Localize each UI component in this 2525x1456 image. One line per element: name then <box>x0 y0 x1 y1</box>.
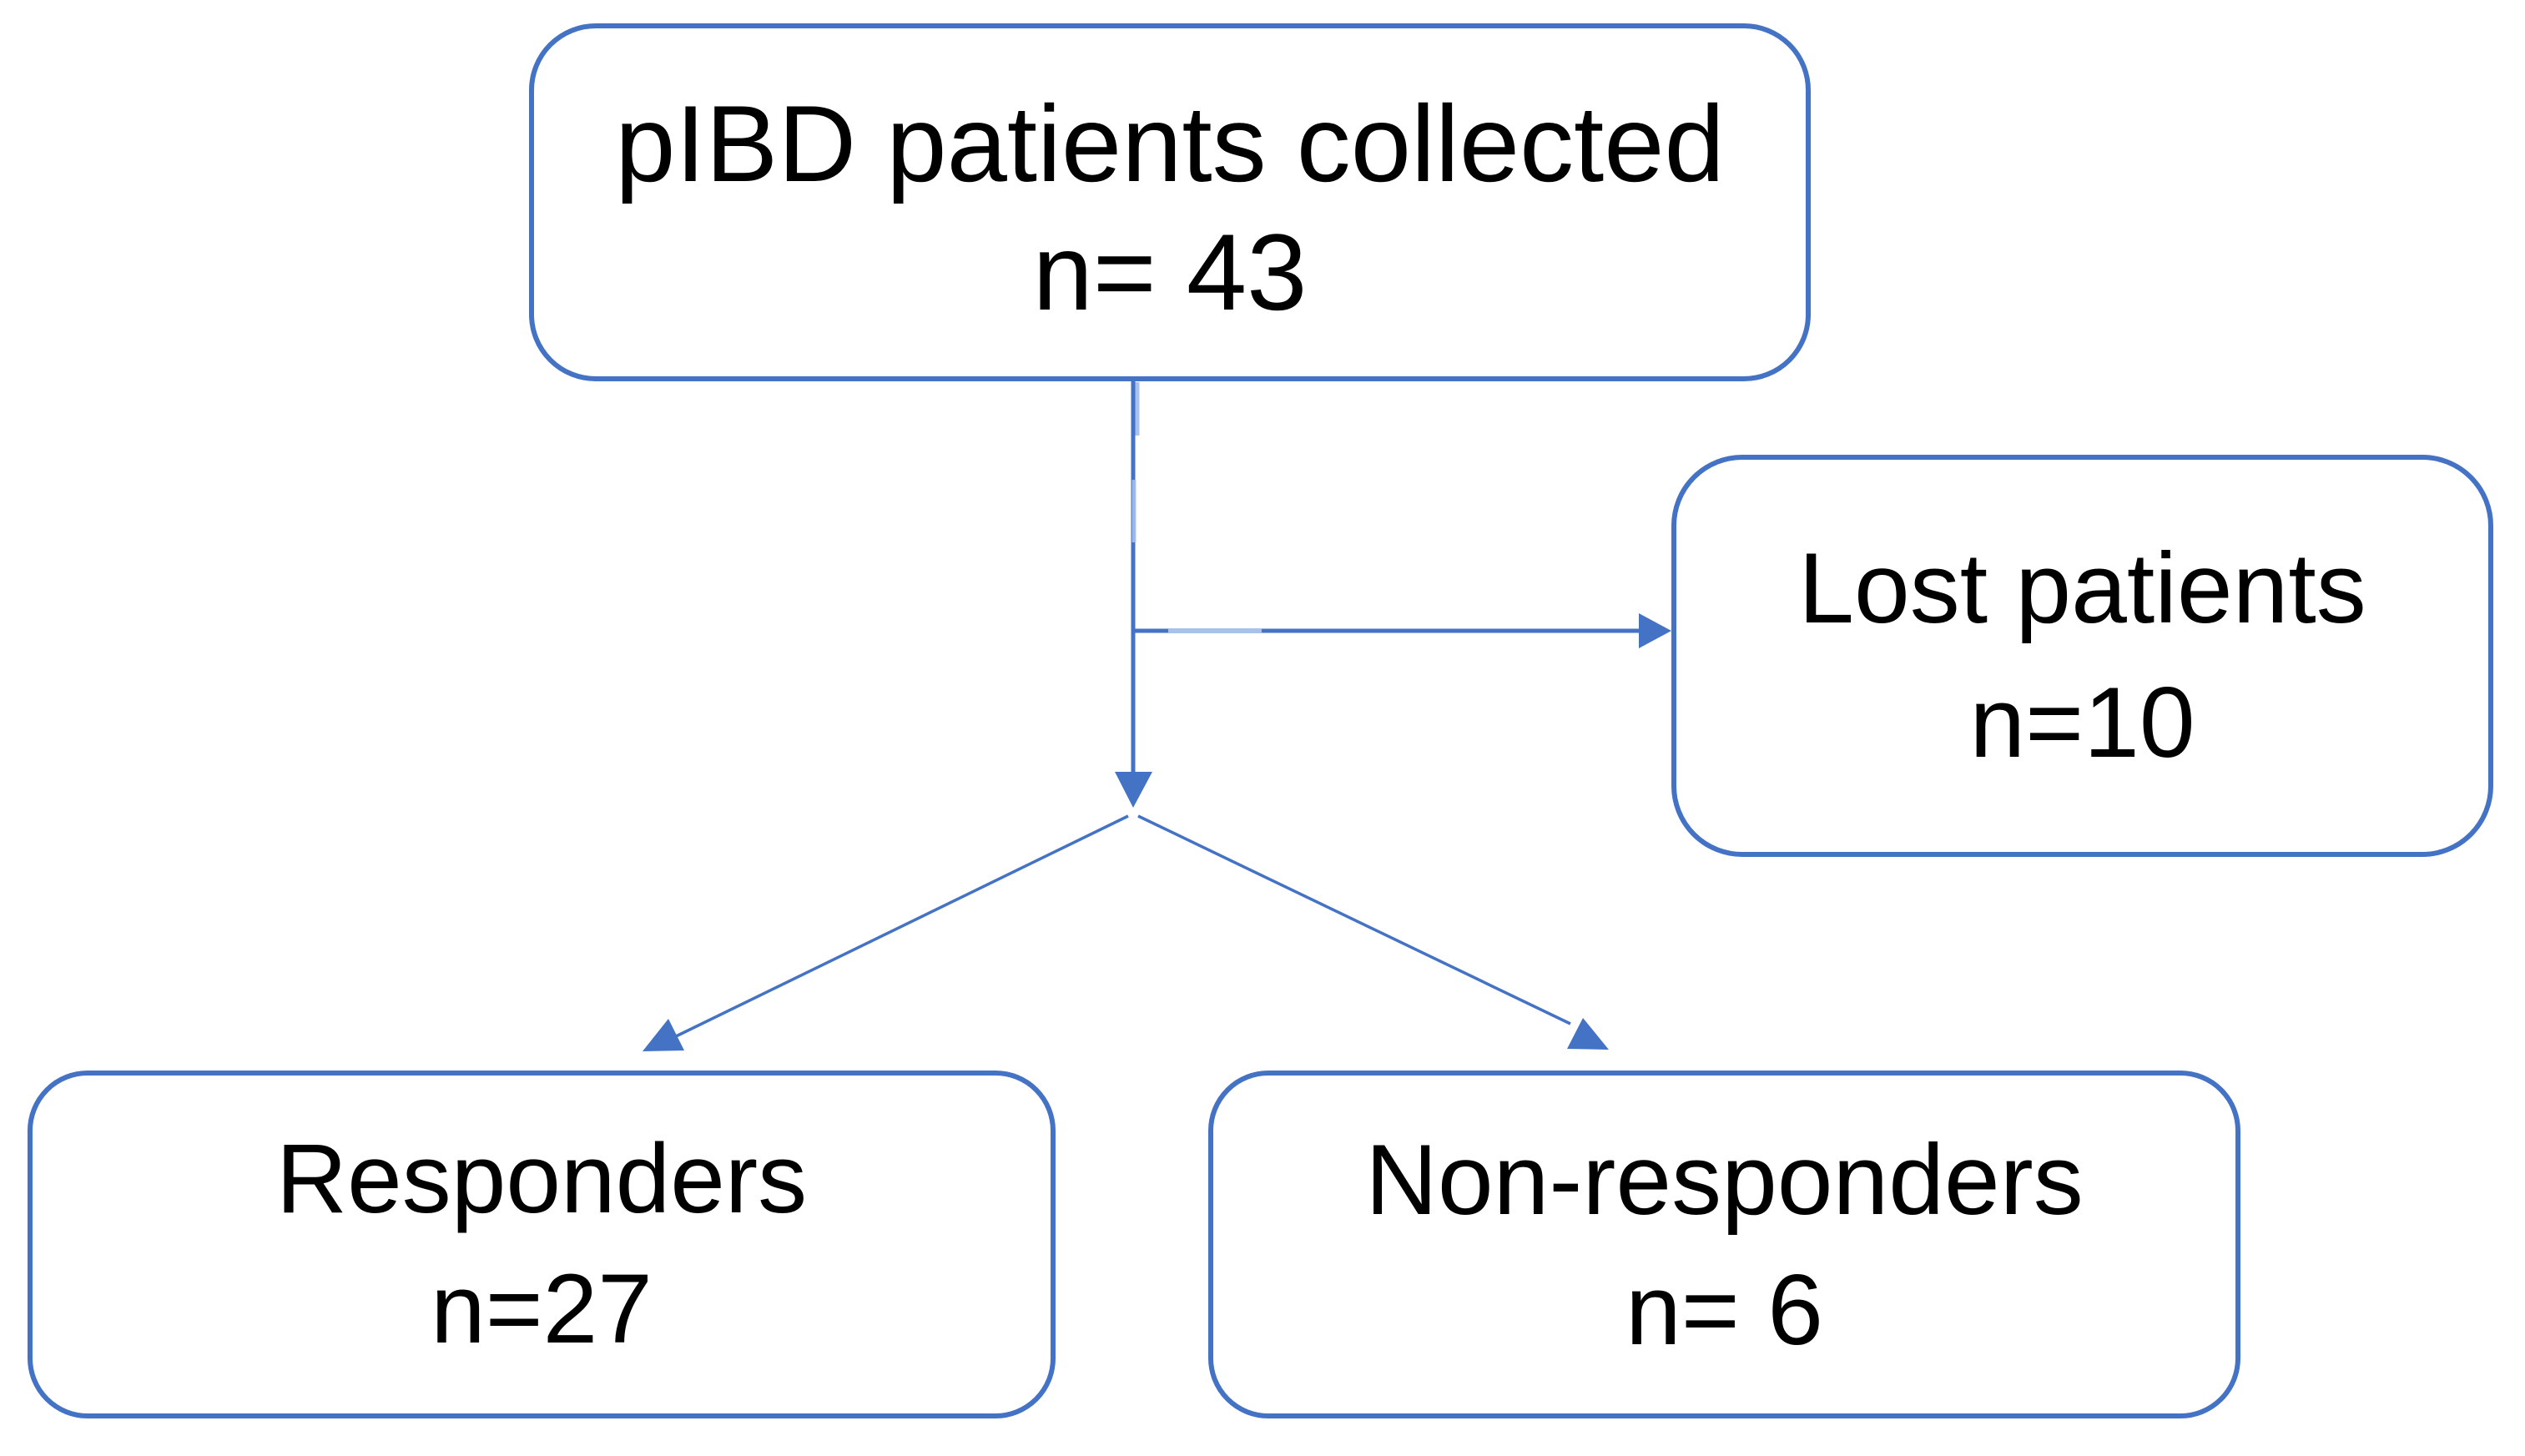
connector-split-to-responders <box>672 814 1129 1040</box>
node-non-responders-count: n= 6 <box>1625 1253 1823 1366</box>
node-lost-label: Lost patients <box>1798 532 2366 645</box>
node-responders-label: Responders <box>275 1123 808 1234</box>
node-root-label: pIBD patients collected <box>615 83 1725 205</box>
arrowhead-right-icon <box>1639 613 1671 648</box>
node-responders-count: n=27 <box>431 1253 653 1364</box>
arrowhead-down-right-icon <box>1567 1018 1609 1050</box>
node-responders: Responders n=27 <box>28 1071 1056 1418</box>
node-lost-patients: Lost patients n=10 <box>1671 455 2493 857</box>
arrowhead-down-left-icon <box>643 1019 684 1051</box>
node-root-count: n= 43 <box>1032 210 1308 333</box>
connector-split-to-non-responders <box>1137 814 1571 1025</box>
arrowhead-down-icon <box>1115 772 1152 808</box>
node-lost-count: n=10 <box>1969 667 2195 778</box>
node-pibd-patients-collected: pIBD patients collected n= 43 <box>529 23 1811 381</box>
node-non-responders: Non-responders n= 6 <box>1208 1071 2240 1418</box>
node-non-responders-label: Non-responders <box>1365 1123 2084 1236</box>
